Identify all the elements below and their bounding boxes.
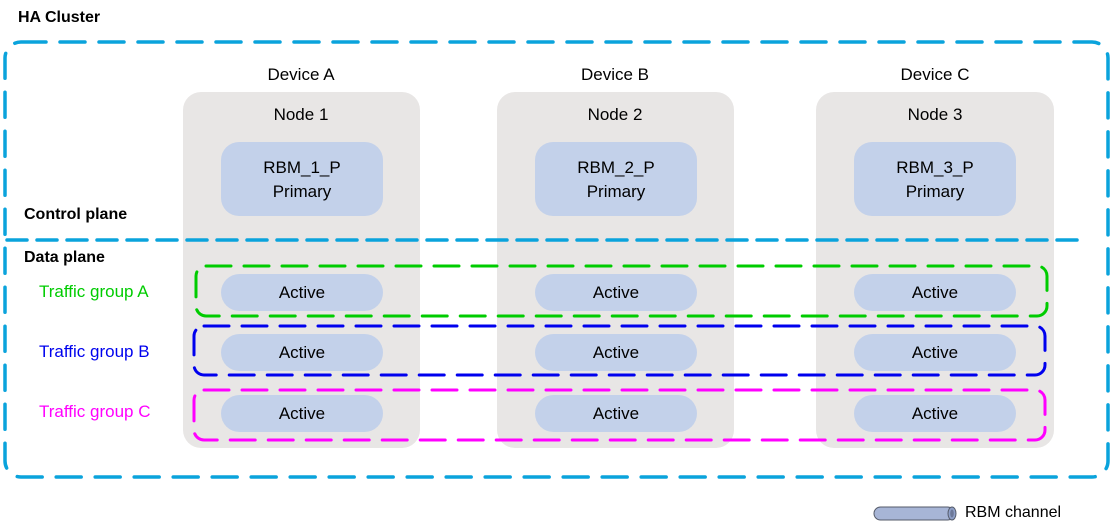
ha-cluster-border xyxy=(3,40,1110,479)
rbm-role-3: Primary xyxy=(905,182,965,201)
traffic-group-c-box xyxy=(192,388,1047,442)
active-label-b2: Active xyxy=(592,343,640,362)
traffic-group-b-label: Traffic group B xyxy=(39,342,150,361)
device-label-b: Device B xyxy=(580,65,650,84)
rbm-name-1: RBM_1_P xyxy=(263,158,341,177)
active-pill-b2 xyxy=(535,334,697,371)
active-pill-b3 xyxy=(854,334,1016,371)
rbm-box-1 xyxy=(221,142,383,216)
node-label-3: Node 3 xyxy=(907,105,963,124)
control-plane-label: Control plane xyxy=(24,206,128,223)
active-label-a2: Active xyxy=(592,283,640,302)
rbm-name-3: RBM_3_P xyxy=(896,158,974,177)
diagram-title: HA Cluster xyxy=(18,9,101,26)
active-label-c3: Active xyxy=(911,404,959,423)
device-label-c: Device C xyxy=(900,65,970,84)
traffic-group-a-label: Traffic group A xyxy=(39,282,149,301)
traffic-group-a-box xyxy=(194,264,1049,318)
active-label-a1: Active xyxy=(278,283,326,302)
rbm-box-3 xyxy=(854,142,1016,216)
rbm-name-2: RBM_2_P xyxy=(577,158,655,177)
node-label-2: Node 2 xyxy=(587,105,643,124)
active-pill-c2 xyxy=(535,395,697,432)
traffic-group-b-box xyxy=(192,324,1047,377)
legend-rbm-channel-label: RBM channel xyxy=(965,504,1062,521)
node-label-1: Node 1 xyxy=(273,105,329,124)
data-plane-label: Data plane xyxy=(24,249,105,266)
active-pill-b1 xyxy=(221,334,383,371)
active-pill-a2 xyxy=(535,274,697,311)
active-pill-a1 xyxy=(221,274,383,311)
rbm-role-2: Primary xyxy=(586,182,646,201)
cylinder-pipe-icon xyxy=(873,506,957,521)
active-label-c1: Active xyxy=(278,404,326,423)
rbm-role-1: Primary xyxy=(272,182,332,201)
active-pill-a3 xyxy=(854,274,1016,311)
rbm-box-2 xyxy=(535,142,697,216)
active-label-a3: Active xyxy=(911,283,959,302)
active-label-b3: Active xyxy=(911,343,959,362)
active-pills xyxy=(221,274,1016,432)
device-label-a: Device A xyxy=(267,65,335,84)
traffic-group-c-label: Traffic group C xyxy=(39,402,151,421)
active-label-b1: Active xyxy=(278,343,326,362)
active-pill-c3 xyxy=(854,395,1016,432)
active-pill-c1 xyxy=(221,395,383,432)
active-label-c2: Active xyxy=(592,404,640,423)
